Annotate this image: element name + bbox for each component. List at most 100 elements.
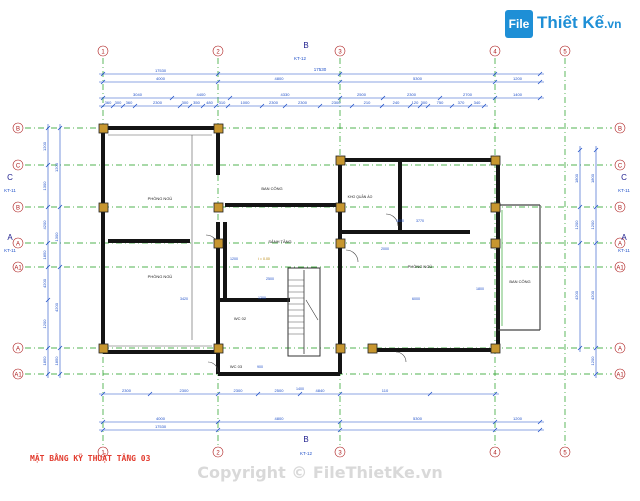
grid-row-left-7-label: A1 xyxy=(14,373,22,379)
section-marker-3: C xyxy=(7,173,13,182)
filethietke-logo: File Thiết Kế.vn xyxy=(505,8,635,42)
dim-top-row3-tick-6 xyxy=(187,103,193,109)
dim-bottom-row1-tick-1 xyxy=(100,419,106,425)
grid-row-right-3-label: B xyxy=(618,206,622,212)
column-2 xyxy=(213,123,224,134)
column-6 xyxy=(213,343,224,354)
section-marker-1: B xyxy=(303,41,308,50)
dim-top-row3-label-10: 2300 xyxy=(269,100,279,105)
dim-top-overall-text: 17530 xyxy=(314,67,327,72)
dim-top-row1-tick-2 xyxy=(215,79,221,85)
column-7 xyxy=(335,155,346,166)
grid-row-left-2-circle xyxy=(12,159,24,171)
section-marker-5: A xyxy=(7,233,13,242)
dim-top-row3-label-18: 370 xyxy=(458,100,465,105)
logo-wordmark: Thiết Kế.vn xyxy=(537,13,621,33)
grid-row-right-6-circle xyxy=(614,342,626,354)
room-label-8: WC 02 xyxy=(234,316,247,321)
dim-top-row3-label-19: 340 xyxy=(474,100,481,105)
dim-bottom-overall-tick-5 xyxy=(537,427,543,433)
grid-col-bottom-3-label: 3 xyxy=(338,451,342,457)
dim-right-label-3: 4200 xyxy=(574,290,579,300)
dim-left-label-3: 4200 xyxy=(42,220,47,230)
room-label-4: BAN CÔNG xyxy=(261,186,282,191)
grid-col-top-2-label: 2 xyxy=(216,50,220,56)
dim-left-tick-2 xyxy=(45,162,51,168)
dim-left-tick-4 xyxy=(45,240,51,246)
interior-dim-label-2: 3770 xyxy=(416,219,424,223)
section-marker-6: KT-11 xyxy=(4,248,16,253)
dim-bottom-row2-tick-3 xyxy=(215,391,221,397)
interior-dim-label-7: 2000 xyxy=(381,247,389,251)
dim-left-label-4: 1850 xyxy=(42,250,47,260)
grid-col-bottom-5-label: 5 xyxy=(563,451,567,457)
dim-top-row2-label-3: 4330 xyxy=(281,92,291,97)
dim-left-inner-label-1: 1200 xyxy=(54,162,59,172)
column-14 xyxy=(490,343,501,354)
dim-top-row1-label-4: 1200 xyxy=(513,76,523,81)
dim-left-label-2: 1300 xyxy=(42,181,47,191)
dim-top-row3-tick-7 xyxy=(200,103,206,109)
interior-dim-label-3: 6000 xyxy=(412,297,420,301)
interior-dim-label-8: 1200 xyxy=(258,296,266,300)
room-label-9: WC 03 xyxy=(230,364,243,369)
dim-top-row3-tick-16 xyxy=(417,103,423,109)
column-12 xyxy=(490,238,501,249)
dim-bottom-row1-tick-4 xyxy=(492,419,498,425)
grid-col-top-3-circle xyxy=(334,45,346,57)
dim-top-overall-tick-3 xyxy=(337,71,343,77)
column-11 xyxy=(335,238,346,249)
dim-top-row3-label-15: 120 xyxy=(412,100,419,105)
dim-right-outer-label-4: 1200 xyxy=(590,356,595,366)
dim-right-label-1: 1800 xyxy=(574,173,579,183)
dim-top-row1-tick-1 xyxy=(100,79,106,85)
dim-right-outer-label-2: 1200 xyxy=(590,220,595,230)
dim-bottom-row2-tick-8 xyxy=(492,391,498,397)
dim-top-row3-label-5: 300 xyxy=(182,100,189,105)
stair-outline xyxy=(287,267,321,357)
dim-left-inner-label-2: 1300 xyxy=(54,232,59,242)
dim-top-row3-tick-8 xyxy=(213,103,219,109)
section-marker-2: KT-12 xyxy=(294,56,307,61)
dim-left-tick-1 xyxy=(45,125,51,131)
dim-left-tick-3 xyxy=(45,204,51,210)
dim-top-row3-label-14: 240 xyxy=(393,100,400,105)
dim-top-row2-label-7: 1400 xyxy=(513,92,523,97)
dim-top-row2-label-2: 4400 xyxy=(197,92,207,97)
dim-left-inner-tick-1 xyxy=(57,125,63,131)
dim-top-row1-tick-4 xyxy=(492,79,498,85)
grid-row-left-1-circle xyxy=(12,122,24,134)
grid-col-top-4-circle xyxy=(489,45,501,57)
dim-top-row3-label-4: 2300 xyxy=(153,100,163,105)
dim-left-label-6: 1200 xyxy=(42,319,47,329)
dim-top-row1-label-3: 5300 xyxy=(413,76,423,81)
dim-top-row3-label-9: 1000 xyxy=(241,100,251,105)
dim-top-row3-tick-4 xyxy=(132,103,138,109)
dim-right-outer-tick-1 xyxy=(593,147,599,153)
column-4 xyxy=(213,202,224,213)
dim-top-row1-label-1: 4000 xyxy=(156,76,166,81)
dim-bottom-row2-tick-5 xyxy=(297,391,303,397)
dim-bottom-row2-tick-2 xyxy=(147,391,153,397)
dim-left-tick-6 xyxy=(45,297,51,303)
interior-dim-label-6: 1800 xyxy=(476,287,484,291)
interior-dim-label-4: 3420 xyxy=(180,297,188,301)
dim-top-row2-label-4: 2500 xyxy=(357,92,367,97)
dim-top-row3-label-13: 210 xyxy=(364,100,371,105)
dim-bottom-overall-tick-2 xyxy=(215,427,221,433)
column-1 xyxy=(98,123,109,134)
dim-top-row2-tick-7 xyxy=(492,95,498,101)
section-marker-7: C xyxy=(621,173,627,182)
grid-row-left-2-label: C xyxy=(16,164,21,170)
grid-row-right-7-label: A1 xyxy=(616,373,624,379)
dim-top-row1-label-2: 4800 xyxy=(275,76,285,81)
interior-dim-label-5: 1200 xyxy=(230,257,238,261)
dim-top-row1-tick-3 xyxy=(337,79,343,85)
dim-top-row3-label-7: 480 xyxy=(206,100,213,105)
dim-top-overall-tick-2 xyxy=(215,71,221,77)
grid-col-top-5-label: 5 xyxy=(563,50,567,56)
room-label-6: BAN CÔNG xyxy=(509,279,530,284)
dim-bottom-row2-tick-6 xyxy=(337,391,343,397)
grid-row-right-5-label: A1 xyxy=(616,266,624,272)
